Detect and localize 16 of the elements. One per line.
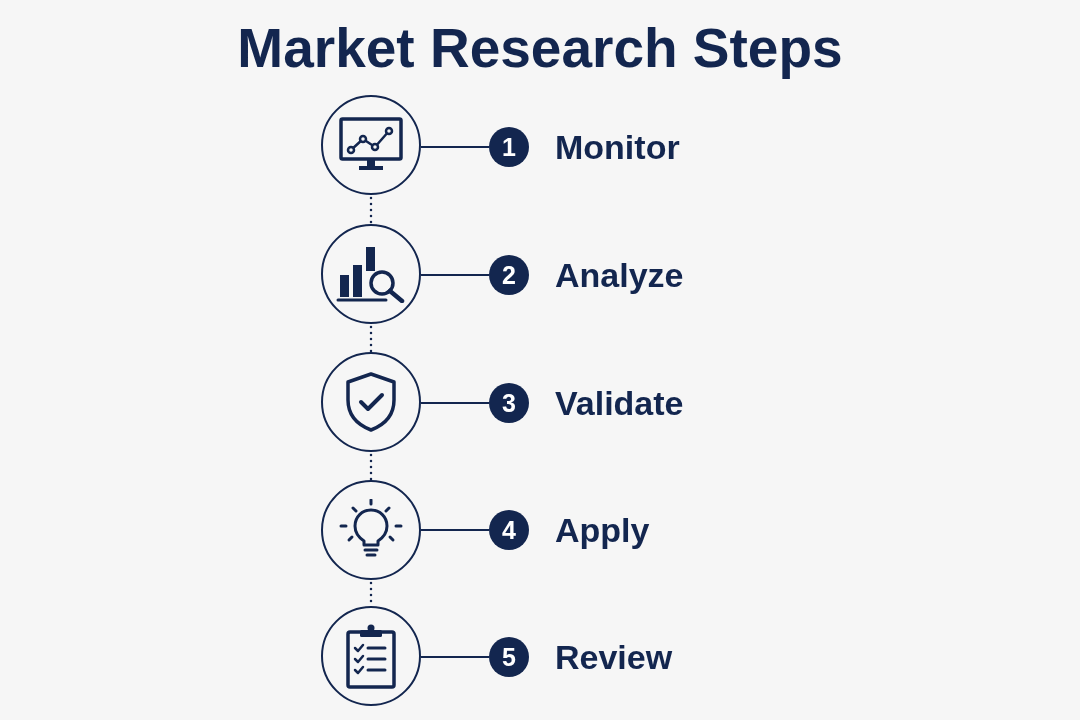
step-number-badge: 2 xyxy=(489,255,529,295)
step-number-badge: 5 xyxy=(489,637,529,677)
step-number-badge: 1 xyxy=(489,127,529,167)
step-number-badge: 4 xyxy=(489,510,529,550)
step-label: Apply xyxy=(555,513,650,547)
step-number-badge: 3 xyxy=(489,383,529,423)
diagram-title: Market Research Steps xyxy=(237,16,843,81)
connector-line xyxy=(420,146,490,148)
connector-line xyxy=(420,274,490,276)
connector-line xyxy=(420,529,490,531)
step-label: Review xyxy=(555,640,673,674)
connector-line xyxy=(420,656,490,658)
step-label: Analyze xyxy=(555,258,684,292)
step-label: Validate xyxy=(555,386,684,420)
step-label: Monitor xyxy=(555,130,680,164)
connector-line xyxy=(420,402,490,404)
